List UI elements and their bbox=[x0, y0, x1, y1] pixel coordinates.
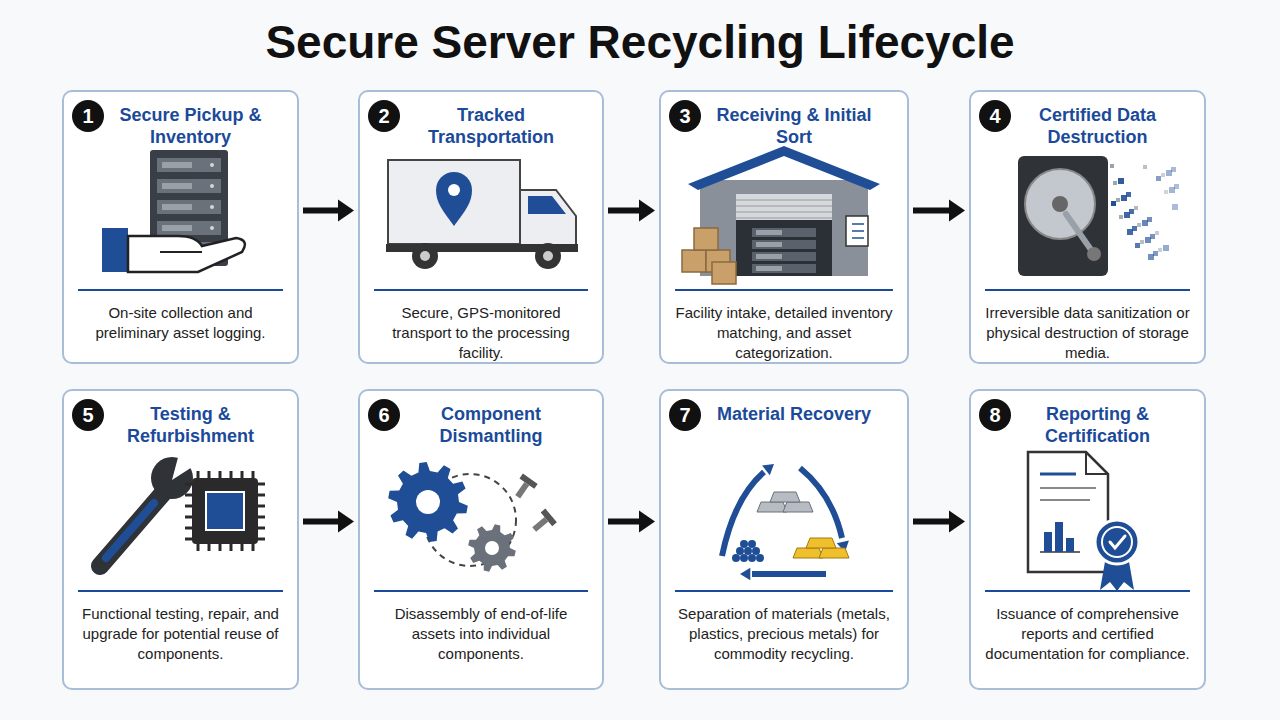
step-number: 3 bbox=[679, 105, 690, 128]
step-heading: Material Recovery bbox=[701, 403, 887, 425]
step-number-badge: 3 bbox=[669, 100, 701, 132]
step-card: Secure Pickup & InventoryOn-site collect… bbox=[62, 90, 299, 364]
step-card: Testing & RefurbishmentFunctional testin… bbox=[62, 389, 299, 690]
flow-arrow bbox=[913, 510, 965, 532]
step-number-badge: 8 bbox=[979, 399, 1011, 431]
step-number: 7 bbox=[679, 404, 690, 427]
step-card: Material RecoverySeparation of materials… bbox=[659, 389, 909, 690]
step-card: Tracked TransportationSecure, GPS-monito… bbox=[358, 90, 604, 364]
step-number: 6 bbox=[378, 404, 389, 427]
arrow-head bbox=[949, 200, 965, 222]
arrow-head bbox=[338, 200, 354, 222]
step-number-badge: 6 bbox=[368, 399, 400, 431]
arrow-shaft bbox=[913, 518, 953, 524]
step-heading: Component Dismantling bbox=[400, 403, 582, 447]
step-description: Secure, GPS-monitored transport to the p… bbox=[374, 289, 588, 363]
arrow-shaft bbox=[303, 518, 342, 524]
step-description: Facility intake, detailed inventory matc… bbox=[675, 289, 893, 363]
flow-arrow bbox=[303, 200, 354, 222]
flow-arrow bbox=[303, 510, 354, 532]
step-number: 1 bbox=[82, 105, 93, 128]
arrow-shaft bbox=[608, 518, 643, 524]
step-description: Issuance of comprehensive reports and ce… bbox=[985, 590, 1190, 664]
arrow-shaft bbox=[303, 208, 342, 214]
step-number: 8 bbox=[989, 404, 1000, 427]
arrow-head bbox=[639, 200, 655, 222]
flow-arrow bbox=[608, 200, 655, 222]
arrow-head bbox=[338, 510, 354, 532]
step-number: 5 bbox=[82, 404, 93, 427]
step-card: Receiving & Initial SortFacility intake,… bbox=[659, 90, 909, 364]
step-heading: Reporting & Certification bbox=[1011, 403, 1184, 447]
step-heading: Secure Pickup & Inventory bbox=[104, 104, 277, 148]
arrow-head bbox=[949, 510, 965, 532]
step-description: Irreversible data sanitization or physic… bbox=[985, 289, 1190, 363]
step-heading: Certified Data Destruction bbox=[1011, 104, 1184, 148]
step-description: Functional testing, repair, and upgrade … bbox=[78, 590, 283, 664]
step-number: 2 bbox=[378, 105, 389, 128]
step-number: 4 bbox=[989, 105, 1000, 128]
step-number-badge: 2 bbox=[368, 100, 400, 132]
arrow-head bbox=[639, 510, 655, 532]
step-card: Reporting & CertificationIssuance of com… bbox=[969, 389, 1206, 690]
flow-arrow bbox=[608, 510, 655, 532]
arrow-shaft bbox=[913, 208, 953, 214]
step-card: Component DismantlingDisassembly of end-… bbox=[358, 389, 604, 690]
arrow-shaft bbox=[608, 208, 643, 214]
step-description: Disassembly of end-of-life assets into i… bbox=[374, 590, 588, 664]
step-heading: Testing & Refurbishment bbox=[104, 403, 277, 447]
step-description: On-site collection and preliminary asset… bbox=[78, 289, 283, 343]
step-number-badge: 1 bbox=[72, 100, 104, 132]
step-heading: Tracked Transportation bbox=[400, 104, 582, 148]
step-description: Separation of materials (metals, plastic… bbox=[675, 590, 893, 664]
step-number-badge: 5 bbox=[72, 399, 104, 431]
step-number-badge: 4 bbox=[979, 100, 1011, 132]
step-card: Certified Data DestructionIrreversible d… bbox=[969, 90, 1206, 364]
flow-arrow bbox=[913, 200, 965, 222]
diagram-title: Secure Server Recycling Lifecycle bbox=[0, 10, 1280, 74]
step-heading: Receiving & Initial Sort bbox=[701, 104, 887, 148]
step-number-badge: 7 bbox=[669, 399, 701, 431]
